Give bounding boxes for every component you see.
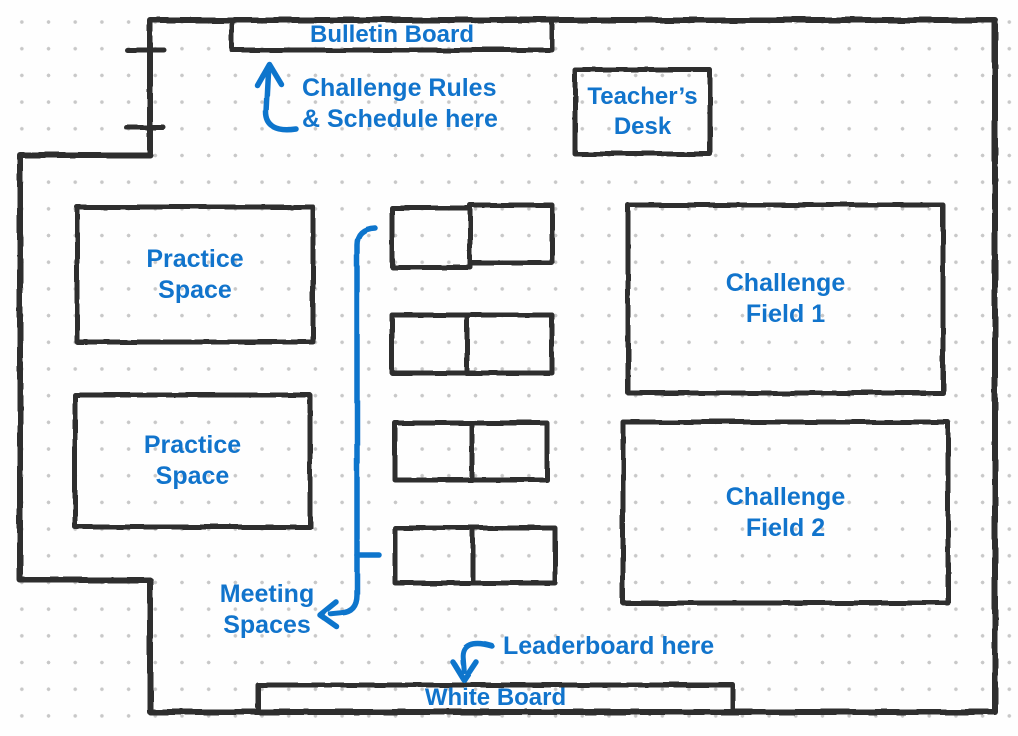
practice-space-1	[74, 204, 316, 345]
challenge-field-1	[625, 202, 946, 396]
rules-up-arrowhead-icon	[254, 61, 284, 88]
rules-up-arrow	[263, 69, 299, 133]
challenge-field-2	[620, 419, 951, 606]
leaderboard-down-arrow	[460, 640, 495, 674]
bulletin-board	[229, 17, 555, 53]
meeting-table-2	[389, 312, 555, 376]
teachers-desk	[572, 67, 713, 157]
white-board	[255, 682, 736, 715]
meeting-table-1-left	[389, 205, 473, 270]
room-outline-wall	[17, 17, 998, 715]
practice-space-2	[72, 392, 313, 530]
leaderboard-down-arrowhead-icon	[450, 659, 479, 683]
meeting-spaces-bracket	[328, 225, 378, 617]
walls-group	[17, 17, 998, 715]
meeting-left-arrowhead-icon	[317, 599, 340, 630]
meeting-table-1-right	[467, 202, 555, 266]
annotation-arrows-group	[254, 61, 495, 683]
